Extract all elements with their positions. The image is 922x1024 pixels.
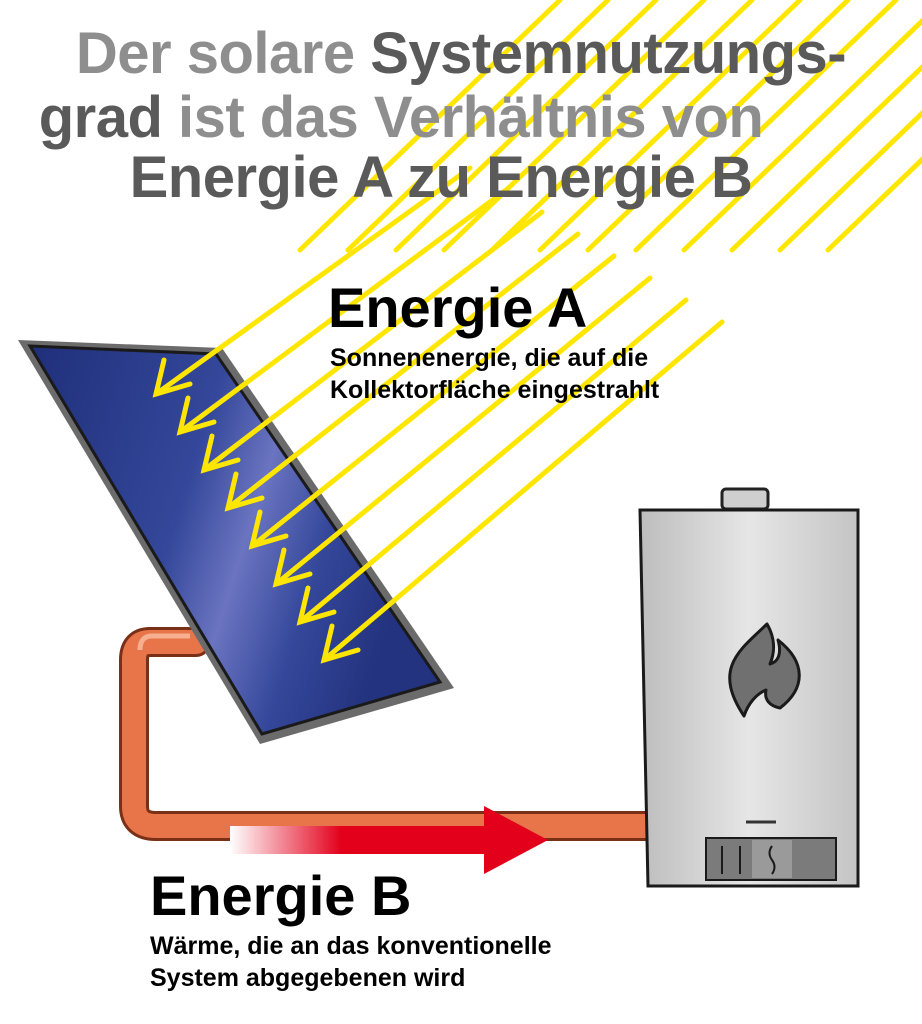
energy-b-line-2: System abgegebenen wird [150, 964, 466, 992]
sun-ray-background-line [393, 0, 659, 253]
energy-a-line-2: Kollektorfläche eingestrahlt [330, 376, 660, 404]
energy-a-description: Sonnenenergie, die auf die Kollektorfläc… [330, 342, 800, 406]
sun-ray-arrowhead [248, 509, 289, 550]
headline-line-2: grad ist das Verhältnis von [0, 86, 862, 150]
sun-ray-line [153, 165, 473, 397]
sun-ray-background-line [297, 0, 563, 253]
headline-line-3: Energie A zu Energie B [0, 146, 902, 210]
headline-line-2-strong: grad [38, 85, 163, 150]
sun-ray-arrowhead [152, 357, 193, 398]
sun-ray-line [177, 187, 509, 435]
sun-ray-background-line [633, 0, 899, 253]
sun-ray-arrowhead [176, 395, 217, 436]
energy-b-line-1: Wärme, die an das konventionelle [150, 932, 552, 960]
sun-ray-background-line [489, 0, 755, 253]
sun-ray-arrowhead [320, 623, 361, 664]
headline-line-1-strong: Systemnutzungs- [370, 21, 847, 86]
energy-a-line-1: Sonnenenergie, die auf die [330, 344, 649, 372]
heat-pipe [119, 627, 670, 841]
sun-ray-background-line [345, 0, 611, 253]
sun-ray-line [321, 319, 725, 663]
flame-icon [728, 622, 801, 718]
sun-ray-background-line [585, 0, 851, 253]
sun-ray-arrowhead [296, 585, 337, 626]
sun-ray-line [297, 297, 689, 625]
headline-line-2-light: ist das Verhältnis von [162, 85, 764, 150]
sun-ray-background-line [441, 0, 707, 253]
sun-ray-background-line [777, 109, 922, 253]
sun-rays-background [297, 0, 922, 253]
sun-ray-line [273, 275, 653, 587]
headline-line-1-light: Der solare [75, 21, 371, 86]
sun-ray-arrowhead [200, 433, 241, 474]
flow-arrow-icon [230, 806, 548, 874]
sun-ray-line [201, 209, 545, 473]
energy-b-title: Energie B [150, 864, 412, 927]
sun-ray-line [249, 253, 617, 549]
sun-ray-background-line [681, 17, 922, 253]
sun-ray-arrowhead [224, 471, 265, 512]
energy-a-title: Energie A [328, 276, 588, 339]
sun-ray-line [225, 231, 581, 511]
sun-ray-arrow-icon [152, 165, 725, 664]
sun-ray-background-line [729, 63, 922, 253]
sun-ray-arrowhead [272, 547, 313, 588]
headline-line-3-strong: Energie A zu Energie B [129, 145, 753, 210]
energy-b-description: Wärme, die an das konventionelle System … [150, 930, 750, 994]
sun-ray-background-line [825, 156, 922, 253]
headline-line-1: Der solare Systemnutzungs- [0, 22, 922, 86]
sun-ray-background-line [537, 0, 803, 253]
